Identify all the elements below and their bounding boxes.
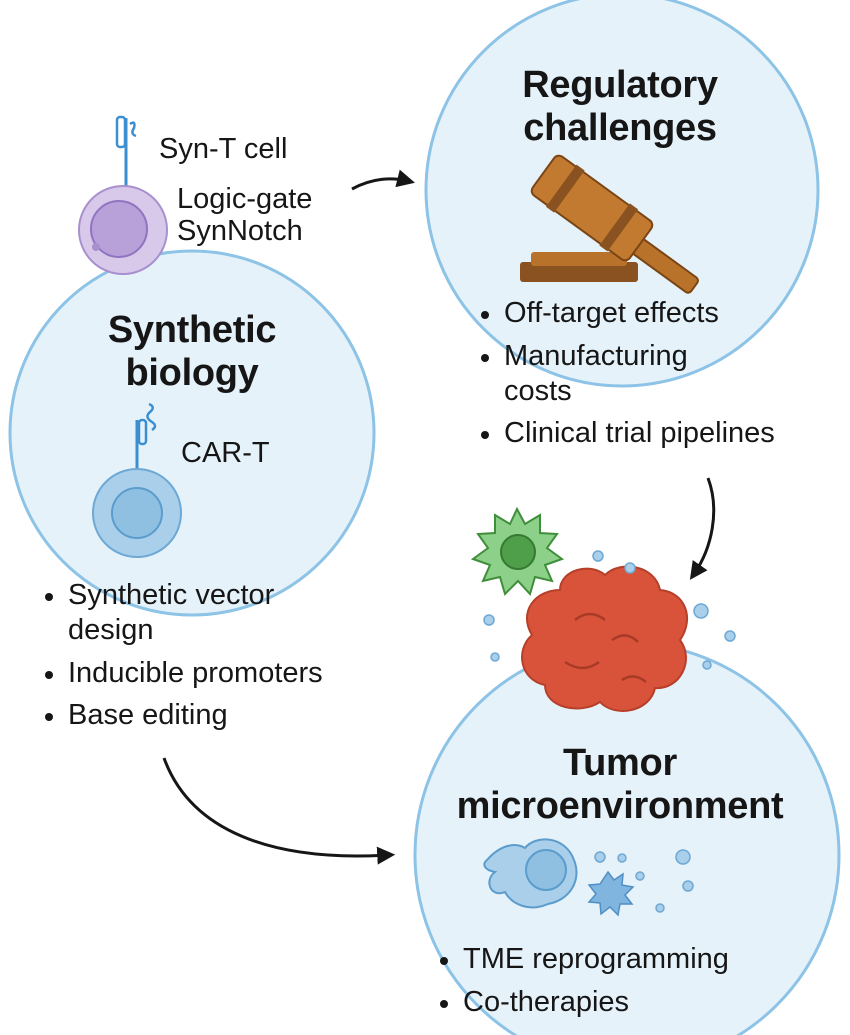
list-item: Off-target effects <box>478 296 838 331</box>
list-item: Synthetic vector design <box>42 578 332 648</box>
arrow-to-tumor-from-regulatory <box>689 477 716 580</box>
regulatory-title-line2: challenges <box>523 106 717 149</box>
tme-dots-icon <box>594 849 694 913</box>
synthetic-biology-circle <box>8 249 376 617</box>
arrow-to-regulatory <box>351 169 415 191</box>
regulatory-title: Regulatory challenges <box>495 64 745 149</box>
list-item: Co-therapies <box>437 985 777 1020</box>
syn-t-cell-label: Syn-T cell <box>159 133 288 165</box>
synthetic-title: Synthetic biology <box>82 309 302 394</box>
green-immune-cell-icon <box>470 506 565 596</box>
synthetic-bullets: Synthetic vector design Inducible promot… <box>42 578 332 741</box>
small-spiky-cell-icon <box>587 870 635 917</box>
logic-gate-line2: SynNotch <box>177 215 303 248</box>
tumor-title: Tumor microenvironment <box>430 742 810 827</box>
synthetic-title-line1: Synthetic <box>107 309 277 351</box>
car-t-label: CAR-T <box>181 437 270 469</box>
regulatory-bullets: Off-target effects Manufacturing costs C… <box>478 296 838 459</box>
tumor-bullets: TME reprogramming Co-therapies <box>437 942 777 1028</box>
syn-t-cell-icon <box>78 115 168 275</box>
tumor-title-line1: Tumor <box>563 742 677 784</box>
synthetic-title-line2: biology <box>125 351 259 394</box>
gavel-icon <box>520 154 699 294</box>
logic-gate-line1: Logic-gate <box>177 183 313 215</box>
list-item: Manufacturing costs <box>478 339 754 409</box>
regulatory-challenges-circle <box>424 0 820 388</box>
list-item: TME reprogramming <box>437 942 777 977</box>
car-t-cell-icon <box>92 402 182 558</box>
list-item: Base editing <box>42 698 332 733</box>
logic-gate-label: Logic-gate SynNotch <box>177 183 312 248</box>
list-item: Inducible promoters <box>42 656 332 691</box>
arrow-to-tumor-from-synthetic <box>162 757 396 865</box>
macrophage-icon <box>483 838 578 909</box>
list-item: Clinical trial pipelines <box>478 416 838 451</box>
particle-dots-icon <box>483 550 736 670</box>
tumor-title-line2: microenvironment <box>456 784 784 827</box>
regulatory-title-line1: Regulatory <box>522 64 718 106</box>
